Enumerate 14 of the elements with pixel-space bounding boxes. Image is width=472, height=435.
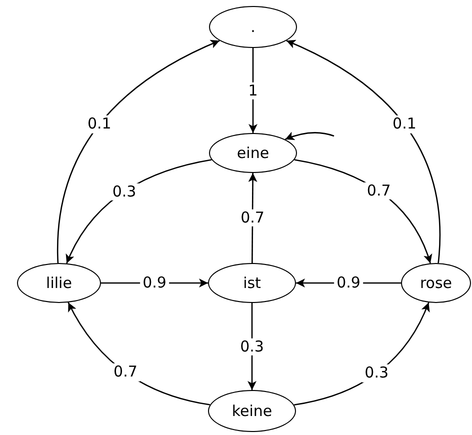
- node-label: rose: [420, 274, 452, 292]
- edge-label: 0.7: [110, 364, 140, 382]
- ellipse-node: [209, 6, 297, 48]
- edge-label: 0.7: [364, 182, 394, 200]
- node-label: lilie: [46, 274, 72, 292]
- node-label: eine: [236, 144, 270, 162]
- node-label: keine: [232, 402, 272, 420]
- node-label: ist: [243, 274, 261, 292]
- arrow: [284, 132, 334, 140]
- arrow: [57, 40, 220, 263]
- edge-label: 0.3: [109, 182, 140, 200]
- node-label: .: [250, 18, 256, 36]
- ellipse-node: [209, 133, 297, 173]
- arrow: [286, 40, 441, 264]
